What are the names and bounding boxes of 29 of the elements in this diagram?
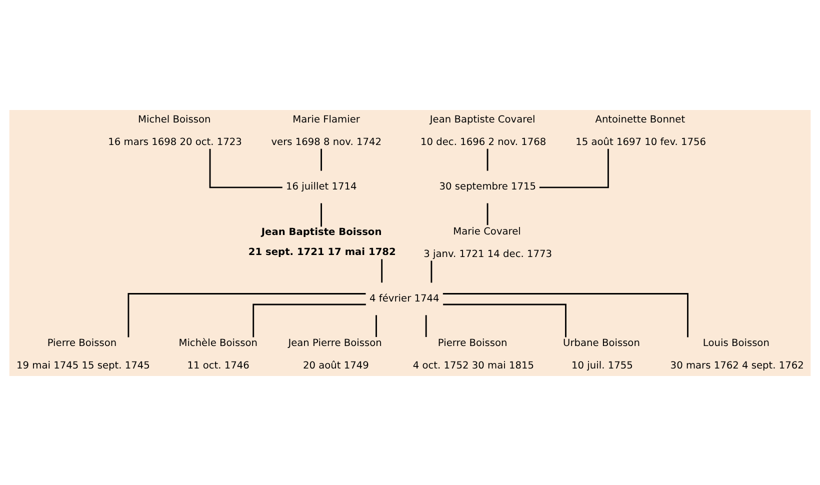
node-text: 16 juillet 1714 xyxy=(286,181,357,192)
node-text: Antoinette Bonnet 15 août 1697 10 fev. 1756 xyxy=(576,114,706,148)
connector xyxy=(430,260,432,282)
node-text: Urbane Boisson 10 juil. 1755 xyxy=(563,338,640,372)
node-text: 30 septembre 1715 xyxy=(439,181,536,192)
connector xyxy=(252,303,366,337)
connector xyxy=(443,303,566,337)
connector xyxy=(486,148,488,170)
node-text: Jean Baptiste Boisson 21 sept. 1721 17 mai 1782 xyxy=(248,226,396,258)
connector xyxy=(320,148,322,170)
connector xyxy=(539,148,609,188)
node-text: Jean Pierre Boisson 20 août 1749 xyxy=(288,338,382,372)
connector xyxy=(425,314,427,336)
connector xyxy=(209,148,282,188)
node-text: Michel Boisson 16 mars 1698 20 oct. 1723 xyxy=(108,114,242,148)
connector xyxy=(442,292,688,337)
node-text: Louis Boisson 30 mars 1762 4 sept. 1762 xyxy=(670,338,804,372)
node-text: Pierre Boisson 4 oct. 1752 30 mai 1815 xyxy=(412,338,534,372)
node-text: Jean Baptiste Covarel 10 dec. 1696 2 nov. 1768 xyxy=(420,114,546,148)
node-text: Marie Covarel 3 janv. 1721 14 dec. 1773 xyxy=(424,226,552,260)
connector xyxy=(376,314,377,336)
node-text: Michèle Boisson 11 oct. 1746 xyxy=(178,338,258,372)
node-text: Pierre Boisson 19 mai 1745 15 sept. 1745 xyxy=(16,338,150,372)
connector xyxy=(486,202,488,225)
node-text: Marie Flamier vers 1698 8 nov. 1742 xyxy=(271,114,382,148)
connector xyxy=(320,202,322,226)
connector xyxy=(381,258,383,282)
connector xyxy=(128,292,366,337)
node-text: 4 février 1744 xyxy=(370,292,440,304)
